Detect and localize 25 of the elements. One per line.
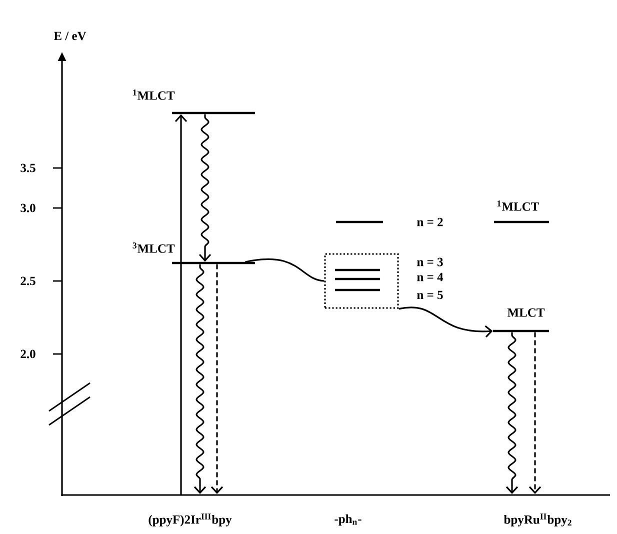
tick-label: 3.5	[20, 164, 36, 172]
arrow	[528, 332, 542, 494]
level-label: n = 4	[417, 272, 444, 282]
axis-title: E / eV	[54, 32, 86, 40]
level-label: n = 3	[417, 258, 443, 266]
column-label: bpyRu$^{II}$bpy$_{2}$	[504, 514, 572, 526]
wavy-arrow	[194, 264, 206, 494]
level-label: $^{3}$MLCT	[132, 242, 175, 253]
wavy-arrow	[506, 332, 518, 494]
column-label: -ph$_{n}$-	[334, 514, 362, 526]
level-label: n = 5	[417, 290, 443, 300]
level-label: MLCT	[507, 308, 545, 317]
column-label: (ppyF)2Ir$^{III}$bpy	[148, 514, 232, 526]
level-label: $^{1}$MLCT	[133, 90, 175, 100]
dotted-box	[324, 253, 399, 309]
arrow	[398, 306, 493, 338]
level-label: $^{1}$MLCT	[498, 200, 539, 211]
tick-label: 2.5	[20, 276, 36, 286]
tick-label: 2.0	[20, 350, 36, 358]
arrow	[210, 264, 224, 494]
tick-label: 3.0	[20, 204, 36, 212]
level-label: n = 2	[417, 218, 443, 226]
wavy-arrow	[198, 114, 212, 262]
arrow	[174, 114, 188, 495]
curved-line	[245, 258, 324, 282]
